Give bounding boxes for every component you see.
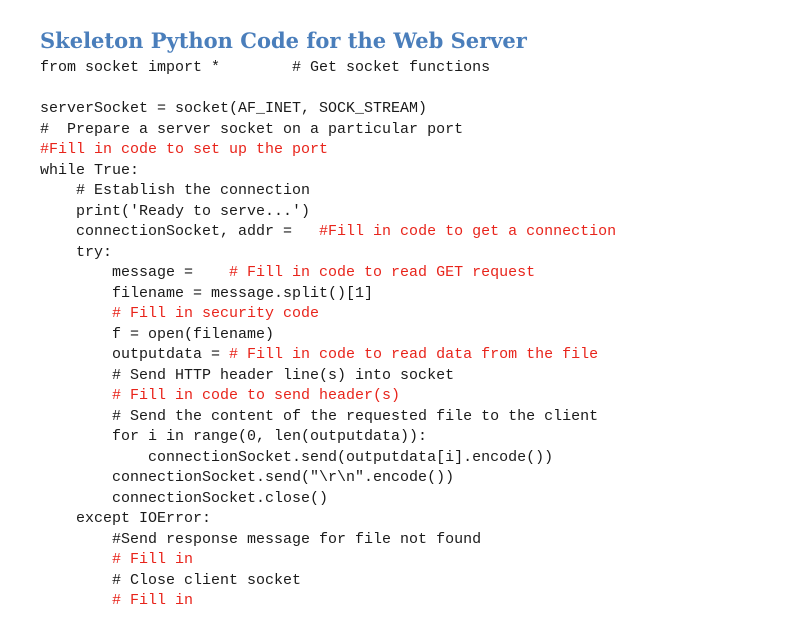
code-line: connectionSocket.send("\r\n".encode()) <box>40 468 616 489</box>
fill-in-comment: # Fill in security code <box>40 305 320 322</box>
code-text: while True: <box>40 161 140 179</box>
code-line: #Fill in code to set up the port <box>40 140 616 161</box>
code-line: serverSocket = socket(AF_INET, SOCK_STRE… <box>40 99 616 120</box>
code-line: try: <box>40 243 616 264</box>
code-line: # Fill in code to send header(s) <box>40 386 616 407</box>
code-text: #Send response message for file not foun… <box>40 530 482 548</box>
fill-in-comment: #Fill in code to set up the port <box>40 141 329 158</box>
code-text: # Send the content of the requested file… <box>40 407 599 425</box>
code-text: # Prepare a server socket on a particula… <box>40 120 464 138</box>
fill-in-comment: # Fill in code to read data from the fil… <box>229 346 599 363</box>
code-text: from socket import * # Get socket functi… <box>40 59 491 76</box>
code-line: connectionSocket, addr = #Fill in code t… <box>40 222 616 243</box>
code-line: # Prepare a server socket on a particula… <box>40 120 616 141</box>
code-text: except IOError: <box>40 510 212 527</box>
code-line: except IOError: <box>40 509 616 530</box>
code-line: # Close client socket <box>40 571 616 592</box>
code-line: connectionSocket.close() <box>40 489 616 510</box>
code-line <box>40 79 616 100</box>
code-line: f = open(filename) <box>40 325 616 346</box>
code-text: connectionSocket.send(outputdata[i].enco… <box>40 448 554 466</box>
code-text: connectionSocket, addr = <box>40 223 320 240</box>
code-block: from socket import * # Get socket functi… <box>40 58 616 612</box>
fill-in-comment: # Fill in <box>40 551 194 568</box>
fill-in-comment: # Fill in code to send header(s) <box>40 387 401 404</box>
code-line: while True: <box>40 161 616 182</box>
code-line: print('Ready to serve...') <box>40 202 616 223</box>
code-text: filename = message.split()[1] <box>40 284 374 302</box>
fill-in-comment: #Fill in code to get a connection <box>319 223 617 240</box>
code-line: connectionSocket.send(outputdata[i].enco… <box>40 448 616 469</box>
section-heading: Skeleton Python Code for the Web Server <box>40 28 527 53</box>
code-text: f = open(filename) <box>40 325 275 343</box>
code-line: # Send the content of the requested file… <box>40 407 616 428</box>
code-line: # Fill in <box>40 591 616 612</box>
code-line: for i in range(0, len(outputdata)): <box>40 427 616 448</box>
code-line: message = # Fill in code to read GET req… <box>40 263 616 284</box>
code-text: print('Ready to serve...') <box>40 202 311 220</box>
code-text: outputdata = <box>40 346 230 363</box>
code-text: try: <box>40 243 113 261</box>
fill-in-comment: # Fill in <box>40 592 194 609</box>
code-text: # Establish the connection <box>40 182 311 199</box>
code-line: from socket import * # Get socket functi… <box>40 58 616 79</box>
code-line: outputdata = # Fill in code to read data… <box>40 345 616 366</box>
code-line: # Send HTTP header line(s) into socket <box>40 366 616 387</box>
code-text: serverSocket = socket(AF_INET, SOCK_STRE… <box>40 100 428 117</box>
code-line: filename = message.split()[1] <box>40 284 616 305</box>
code-text: # Send HTTP header line(s) into socket <box>40 366 455 384</box>
code-text: connectionSocket.send("\r\n".encode()) <box>40 469 455 486</box>
code-line: # Fill in <box>40 550 616 571</box>
fill-in-comment: # Fill in code to read GET request <box>229 264 536 281</box>
code-text: # Close client socket <box>40 571 302 589</box>
code-text: connectionSocket.close() <box>40 489 329 507</box>
code-line: # Establish the connection <box>40 181 616 202</box>
code-text: message = <box>40 264 230 281</box>
code-text: for i in range(0, len(outputdata)): <box>40 428 428 445</box>
code-line: # Fill in security code <box>40 304 616 325</box>
code-line: #Send response message for file not foun… <box>40 530 616 551</box>
